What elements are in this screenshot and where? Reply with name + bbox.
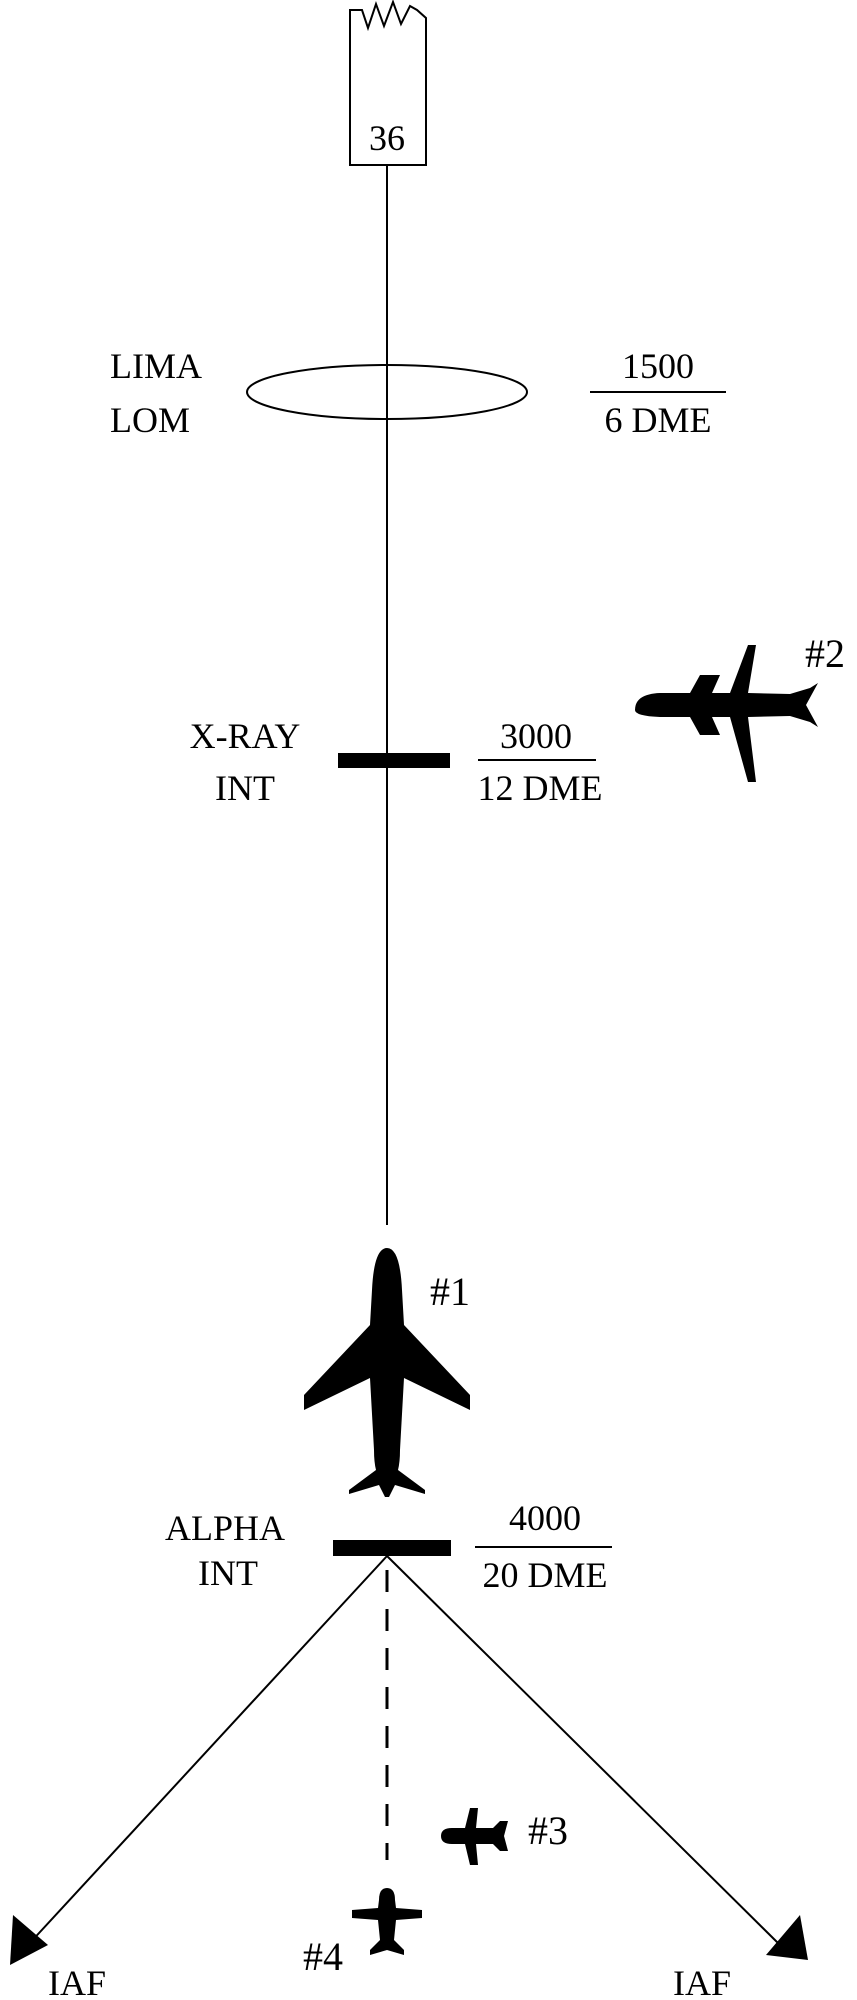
xray-altitude: 3000 [500,716,572,756]
xray-fix-bar [338,753,450,768]
aircraft-3-label: #3 [528,1808,568,1853]
lima-lom-fix: LIMA LOM 1500 6 DME [110,346,726,440]
xray-int-fix: X-RAY INT 3000 12 DME [190,716,603,808]
aircraft-1-label: #1 [430,1269,470,1314]
alpha-int-fix: ALPHA INT 4000 20 DME [165,1498,612,1595]
runway-outline [349,0,427,166]
jet-airplane-icon [304,1248,470,1497]
jet-airplane-icon [635,645,818,782]
lima-altitude: 1500 [622,346,694,386]
prop-airplane-icon [441,1808,508,1865]
lima-name: LIMA [110,346,202,386]
feeder-route-right [386,1555,781,1946]
aircraft-2: #2 [635,631,845,782]
alpha-fix-bar [333,1540,451,1556]
lom-symbol [246,364,528,420]
xray-name: X-RAY [190,716,301,756]
feeder-routes: IAF IAF [10,1555,808,2000]
lima-type: LOM [110,400,190,440]
aircraft-1: #1 [304,1248,470,1497]
prop-airplane-icon [352,1888,422,1955]
arrowhead-left-icon [10,1915,48,1965]
aircraft-4: #4 [303,1888,422,1979]
runway-number: 36 [369,118,405,158]
feeder-route-left [27,1555,388,1946]
alpha-altitude: 4000 [509,1498,581,1538]
aircraft-3: #3 [441,1808,568,1865]
alpha-distance: 20 DME [483,1555,608,1595]
iaf-right-label: IAF [673,1963,731,2000]
xray-distance: 12 DME [478,768,603,808]
runway: 36 [349,0,427,166]
iaf-left-label: IAF [48,1963,106,2000]
arrowhead-right-icon [766,1915,808,1960]
aircraft-2-label: #2 [805,631,845,676]
xray-type: INT [215,768,275,808]
alpha-name: ALPHA [165,1508,285,1548]
aircraft-4-label: #4 [303,1934,343,1979]
alpha-type: INT [198,1553,258,1593]
lima-distance: 6 DME [605,400,712,440]
